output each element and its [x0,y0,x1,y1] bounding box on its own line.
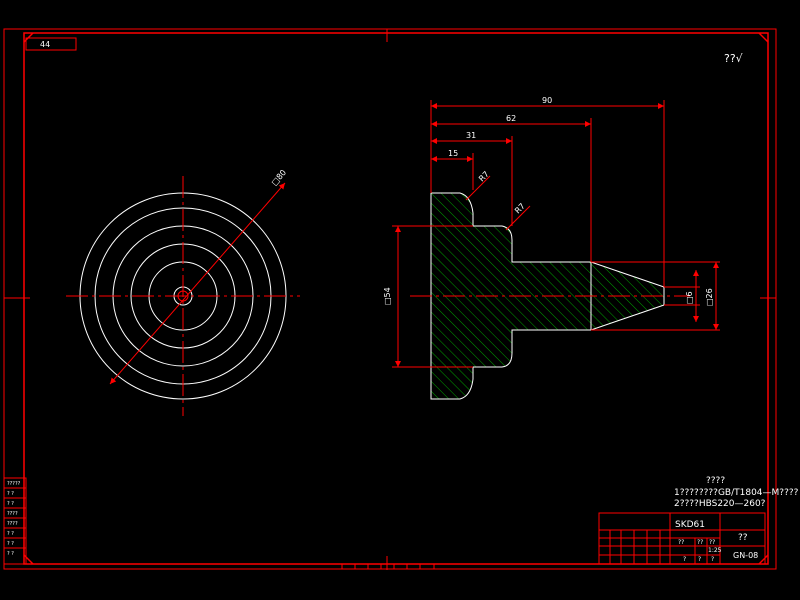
dim-15: 15 [448,149,458,158]
side-table-row: ????? [7,481,21,487]
front-centerlines [66,176,300,416]
dim-dia54: □54 [383,287,392,305]
corner-tag: 44 [25,37,77,51]
side-table [3,477,27,565]
notes-line-2: 2????HBS220—260? [674,499,766,509]
dim-dia6: □6 [685,291,694,304]
diameter-leader [109,182,286,385]
front-view: □80 [66,168,300,416]
title-sheet-b: ? [698,556,701,563]
title-block [598,512,766,565]
side-table-row: ? ? [7,491,14,497]
roughness-mark: ??√ [724,52,744,65]
radius-label-2: R7 [513,202,527,216]
radius-label-1: R7 [477,170,491,184]
dim-90: 90 [542,96,552,105]
side-table-row: ? ? [7,501,14,507]
title-material: SKD61 [675,520,705,530]
notes-title: ???? [706,476,725,486]
radius-leader-1 [465,175,491,201]
title-drawing-no: GN-08 [733,551,758,560]
title-sheet-c: ? [711,556,714,563]
title-sheet-a: ? [683,556,686,563]
title-small-a: ?? [678,539,684,546]
section-view: 90 62 31 15 R7 R7 □54 □6 □26 [383,96,720,400]
side-table-rows: ????? ? ? ? ????????? ? ? ? ? ? ? [7,481,21,557]
dim-dia26: □26 [705,288,714,306]
horizontal-dims [430,100,665,287]
front-diameter-label: □80 [270,168,288,187]
corner-tag-text: 44 [40,40,50,49]
notes-line-1: 1????????GB/T1804—M???? [674,488,799,498]
side-table-row: ???? [7,511,18,517]
dim-62: 62 [506,114,516,123]
title-part: ?? [738,533,748,543]
title-small-c: ?? [709,539,715,546]
technical-notes: ???? 1????????GB/T1804—M???? 2????HBS220… [674,476,799,509]
side-table-row: ? ? [7,551,14,557]
side-table-row: ???? [7,521,18,527]
side-table-row: ? ? [7,531,14,537]
drawing-frame [3,28,777,570]
dim-31: 31 [466,131,476,140]
side-table-row: ? ? [7,541,14,547]
radius-leader-2 [505,205,531,231]
title-small-b: ?? [697,539,703,546]
title-scale: 1:25 [708,547,722,554]
